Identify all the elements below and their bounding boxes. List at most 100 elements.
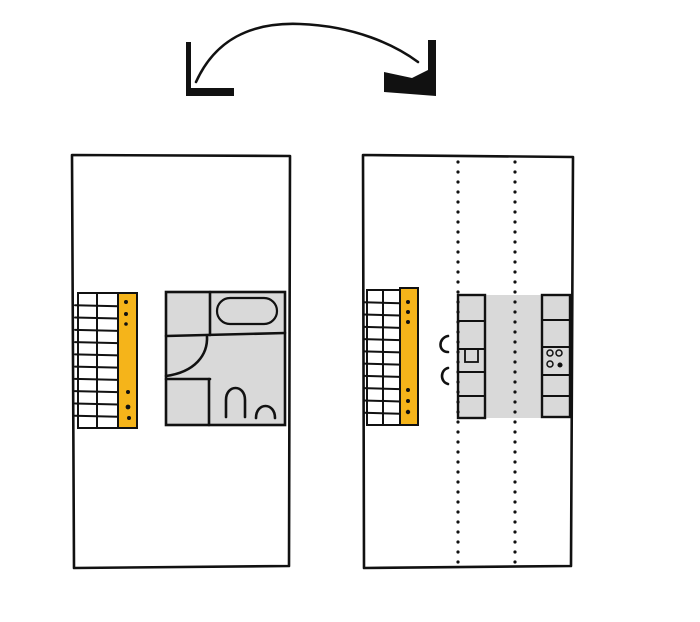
grid-dot [456,390,460,394]
grid-dot [456,380,460,384]
grid-dot [456,160,460,164]
grid-dot [513,260,517,264]
grid-dot [513,460,517,464]
grid-dot [456,500,460,504]
grid-dot [513,510,517,514]
grid-dot [456,510,460,514]
grid-dot [456,420,460,424]
stair-tread [363,374,401,378]
grid-dot [513,280,517,284]
grid-dot [513,190,517,194]
grid-dot [456,190,460,194]
grid-dot [513,300,517,304]
grid-dot [456,250,460,254]
grid-dot [513,520,517,524]
grid-dot [456,430,460,434]
plan-left-outline [70,153,292,570]
grid-dot [513,450,517,454]
grid-dot [456,550,460,554]
grid-dot [456,260,460,264]
stair-tread [74,328,119,332]
stair-tread [363,362,401,366]
cooktop-icon [546,349,563,368]
grid-dot [513,310,517,314]
grid-dot [513,550,517,554]
grid-dot [456,280,460,284]
grid-dot [513,540,517,544]
grid-dot [513,440,517,444]
grid-dot [456,470,460,474]
grid-dot [513,390,517,394]
grid-dot [513,240,517,244]
grid-dot [456,170,460,174]
stair-tread [74,304,119,308]
grid-dot [513,210,517,214]
grid-dot [513,430,517,434]
stool-icon [439,334,450,354]
staircase-right [363,289,401,426]
grid-dot [456,240,460,244]
stair-tread [363,301,401,305]
structural-wall-yellow [117,292,138,429]
stair-tread [74,353,119,357]
grid-dot [513,230,517,234]
stair-tread [363,399,401,403]
grid-dot [456,450,460,454]
staircase-left [74,292,119,429]
grid-dot [513,370,517,374]
grid-dot [456,520,460,524]
dotted-grid-lines [456,160,517,564]
grid-dot [513,330,517,334]
grid-dot [456,330,460,334]
grid-dot [513,380,517,384]
stair-tread [74,365,119,369]
kitchen-island [439,293,487,420]
plan-right [361,153,575,570]
grid-dot [513,500,517,504]
grid-dot [456,290,460,294]
grid-dot [513,340,517,344]
stair-tread [74,377,119,381]
stair-tread [74,390,119,394]
grid-dot [456,540,460,544]
grid-dot [513,180,517,184]
grid-dot [513,170,517,174]
kitchen-counter [540,293,572,419]
grid-dot [456,200,460,204]
grid-dot [513,270,517,274]
grid-dot [513,490,517,494]
grid-dot [513,350,517,354]
plan-right-outline [361,153,575,570]
stair-tread [363,387,401,391]
grid-dot [456,180,460,184]
grid-dot [456,490,460,494]
grid-dot [513,400,517,404]
arrow-arc [194,22,420,84]
stair-tread [363,313,401,317]
rotation-arrow [186,22,436,96]
stair-tread [74,402,119,406]
kitchen-zone [485,295,543,418]
plan-left [70,153,292,570]
grid-dot [513,470,517,474]
sink-icon [464,348,479,363]
grid-dot [456,210,460,214]
bathtub [215,296,279,326]
stair-tread [74,341,119,345]
stair-tread [363,350,401,354]
grid-dot [456,410,460,414]
stair-tread [74,316,119,320]
door-swing [164,334,209,378]
grid-dot [513,320,517,324]
stair-tread [363,325,401,329]
grid-dot [513,250,517,254]
grid-dot [513,420,517,424]
grid-dot [513,560,517,564]
grid-dot [513,220,517,224]
grid-dot [456,440,460,444]
grid-dot [513,160,517,164]
grid-dot [456,400,460,404]
grid-dot [513,200,517,204]
grid-dot [456,300,460,304]
